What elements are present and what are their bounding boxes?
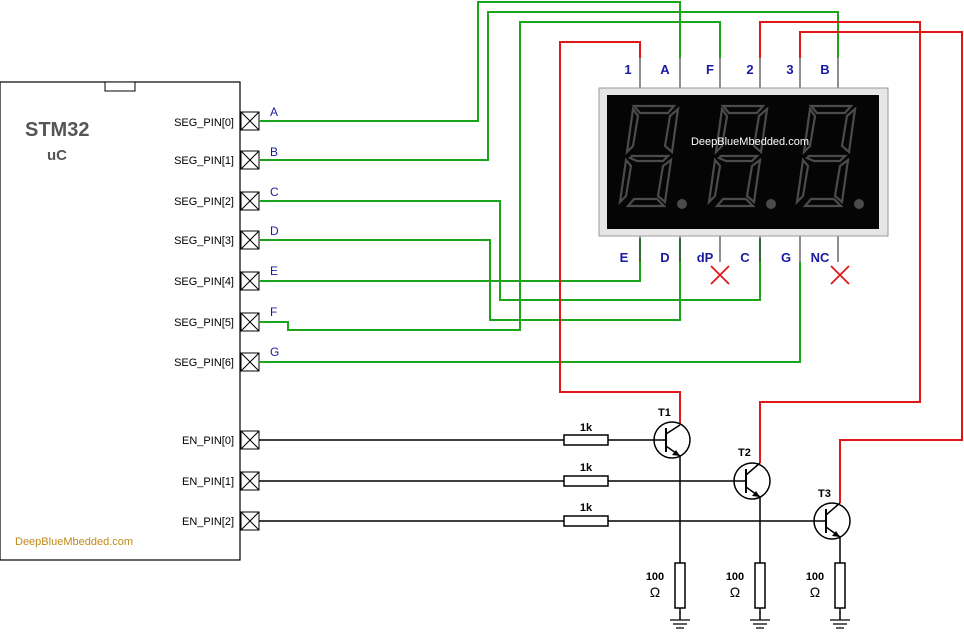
wire-digit-3 [799,31,963,503]
wire-digit-2 [759,21,921,463]
load-2-value: 100 [726,571,744,583]
mcu-subtitle: uC [47,147,67,164]
signal-label-a: A [270,105,278,119]
wire-a [259,1,681,122]
wire-c [259,200,761,301]
load-2-unit: Ω [730,584,740,600]
enable-lines [259,439,812,522]
display-top-pins [639,58,839,88]
top-pin-label-f: F [706,62,714,77]
pin-terminals [240,111,260,531]
emitter-load-2: 100 Ω [726,497,770,629]
mcu-title: STM32 [25,119,89,141]
signal-labels: A B C D E F G [270,105,279,359]
bottom-pin-label-e: E [620,250,629,265]
transistor-t2: T2 [732,447,771,500]
pin-terminal-seg2 [240,191,260,211]
pin-terminal-en2 [240,511,260,531]
signal-label-e: E [270,264,278,278]
seg-pin-0-label: SEG_PIN[0] [174,117,234,129]
wire-g [259,262,801,363]
signal-label-c: C [270,185,279,199]
pin-terminal-seg6 [240,352,260,372]
seg-pin-2-label: SEG_PIN[2] [174,196,234,208]
bottom-pin-label-nc: NC [811,250,830,265]
digit-1 [618,104,687,209]
seg-pin-4-label: SEG_PIN[4] [174,276,234,288]
mcu-brand: DeepBlueMbedded.com [15,536,133,548]
transistor-t1-label: T1 [658,407,671,419]
pin-terminal-seg0 [240,111,260,131]
en-pin-0-label: EN_PIN[0] [182,435,234,447]
resistor-1: 1k [563,422,609,446]
signal-label-g: G [270,345,279,359]
wire-d [259,238,681,321]
transistor-t1: T1 [652,407,691,459]
mcu-body [0,81,241,561]
bottom-pin-label-dp: dP [697,250,714,265]
resistor-1-label: 1k [580,422,593,434]
wire-b [259,11,839,161]
en-pin-labels: EN_PIN[0] EN_PIN[1] EN_PIN[2] [182,435,234,528]
display-watermark: DeepBlueMbedded.com [691,136,809,148]
seg-pin-6-label: SEG_PIN[6] [174,357,234,369]
bottom-pin-label-c: C [740,250,750,265]
en-pin-2-label: EN_PIN[2] [182,516,234,528]
transistor-t3: T3 [812,488,851,540]
pin-terminal-seg1 [240,150,260,170]
pin-terminal-seg4 [240,271,260,291]
signal-label-b: B [270,145,278,159]
base-resistors: 1k 1k 1k [563,422,609,527]
pin-terminal-en1 [240,471,260,491]
wire-e [259,238,641,282]
wire-f [259,21,721,331]
load-1-value: 100 [646,571,664,583]
top-pin-label-3: 3 [786,62,793,77]
pin-terminal-seg3 [240,230,260,250]
unconnected-x-icon [710,265,730,285]
transistor-t3-label: T3 [818,488,831,500]
load-3-unit: Ω [810,584,820,600]
wire-digit-1 [559,41,681,425]
pin-terminal-en0 [240,430,260,450]
signal-label-d: D [270,224,279,238]
bottom-pin-label-d: D [660,250,669,265]
mcu-block: STM32 uC DeepBlueMbedded.com [0,81,241,561]
digit-2 [707,104,776,209]
mcu-notch [104,81,136,92]
signal-label-f: F [270,305,277,319]
en-pin-1-label: EN_PIN[1] [182,476,234,488]
seg-pin-3-label: SEG_PIN[3] [174,235,234,247]
top-pin-label-1: 1 [624,62,631,77]
display-bottom-pins [639,236,839,262]
load-1-unit: Ω [650,584,660,600]
resistor-3: 1k [563,502,609,527]
emitter-load-3: 100 Ω [806,537,850,629]
load-3-value: 100 [806,571,824,583]
top-pin-label-b: B [820,62,829,77]
segment-wires [259,1,839,363]
pin-terminal-seg5 [240,312,260,332]
seg-pin-1-label: SEG_PIN[1] [174,155,234,167]
top-pin-label-2: 2 [746,62,753,77]
bottom-pin-label-g: G [781,250,791,265]
enable-wires [559,21,963,503]
top-pin-label-a: A [660,62,670,77]
unconnected-x-icon [830,265,850,285]
seven-segment-display: DeepBlueMbedded.com 1 A F 2 3 B E D dP C… [598,58,889,285]
resistor-2-label: 1k [580,462,593,474]
transistor-t2-label: T2 [738,447,751,459]
digit-3 [795,104,864,209]
emitter-load-1: 100 Ω [646,456,690,629]
seg-pin-labels: SEG_PIN[0] SEG_PIN[1] SEG_PIN[2] SEG_PIN… [174,117,234,369]
resistor-2: 1k [563,462,609,487]
resistor-3-label: 1k [580,502,593,514]
seg-pin-5-label: SEG_PIN[5] [174,317,234,329]
